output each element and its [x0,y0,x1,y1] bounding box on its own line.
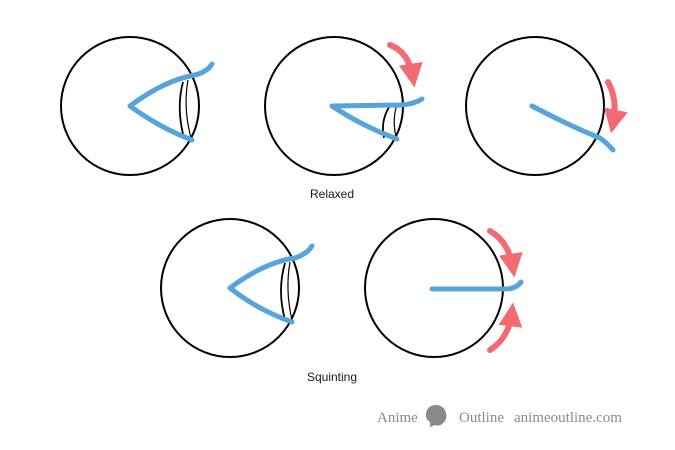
relaxed-eye-open [60,36,215,176]
lower-eyelid-stroke [329,103,400,142]
caption-relaxed: Relaxed [309,187,355,201]
caption-squinting: Squinting [306,370,358,384]
upper-eyelid-stroke [329,96,425,109]
closed-eyelid-stroke [429,279,524,292]
eyeball-outline [160,218,300,358]
upper-eyelid-stroke [127,61,215,109]
watermark-brand-left: Anime [377,410,418,426]
closing-arrow [387,42,423,88]
cornea-inner-line [393,103,398,138]
upper-eyelid-stroke [227,243,315,291]
watermark-brand-right: Outline [459,410,504,426]
lower-eyelid-arrow [487,302,523,353]
cornea-inner-line [185,79,192,139]
lower-eyelid-stroke [127,103,195,143]
eyeball-outline [465,36,605,176]
cornea-outline [178,81,185,139]
relaxed-eye-closing [264,36,425,176]
cornea-inner-line [287,261,293,321]
closed-eyelid-stroke [529,103,616,153]
squinting-eye-open [160,218,315,358]
upper-eyelid-arrow [487,228,523,278]
relaxed-eye-closed [465,36,628,176]
watermark-site: animeoutline.com [514,410,622,426]
closing-arrow [604,79,628,134]
squinting-eye-closed [364,218,524,358]
eyeball-outline [60,36,200,176]
brand-logo-icon [426,405,447,427]
cornea-outline [280,262,286,321]
lower-eyelid-stroke [227,285,295,325]
